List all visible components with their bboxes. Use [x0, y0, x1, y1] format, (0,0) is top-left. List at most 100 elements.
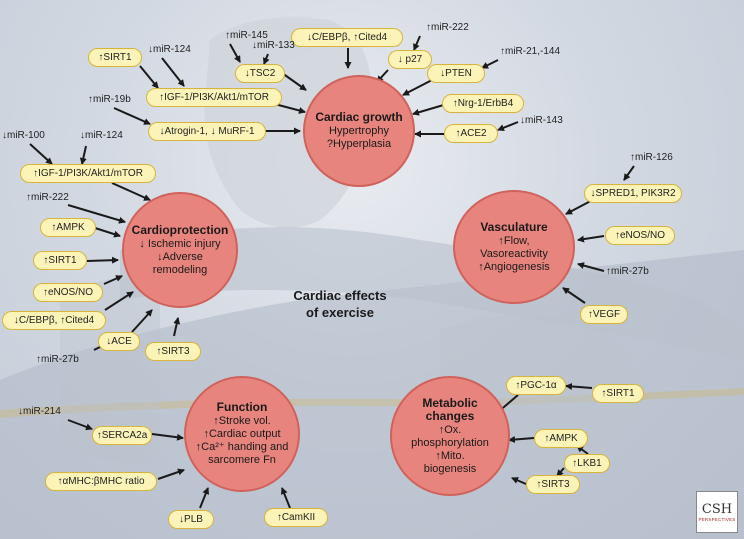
- pill-pten: ↓PTEN: [427, 64, 485, 83]
- pill-amhc-ratio: ↑αMHC:βMHC ratio: [45, 472, 157, 491]
- mirna-label: ↓miR-214: [18, 406, 61, 417]
- arrow: [103, 275, 123, 285]
- pill-cebp-top: ↓C/EBPβ, ↑Cited4: [291, 28, 403, 47]
- pill-vegf: ↑VEGF: [580, 305, 628, 324]
- mirna-label: ↑miR-27b: [36, 354, 79, 365]
- arrow: [161, 57, 185, 87]
- pill-sirt1-top: ↑SIRT1: [88, 48, 142, 67]
- mirna-label: ↓miR-100: [2, 130, 45, 141]
- pill-serca2a: ↑SERCA2a: [92, 426, 152, 445]
- logo-text: CSH: [701, 501, 733, 517]
- arrow: [262, 53, 270, 65]
- arrow: [67, 204, 126, 224]
- circle-line: ↑Ca²⁺ handing and: [195, 441, 289, 453]
- arrow: [173, 317, 181, 337]
- circle-line: Hypertrophy: [329, 125, 389, 137]
- circle-title: Cardiac growth: [315, 110, 403, 124]
- mirna-label: ↓miR-124: [148, 44, 191, 55]
- pill-sirt3-right: ↑SIRT3: [526, 475, 580, 494]
- circle-line: sarcomere Fn: [208, 454, 276, 466]
- arrow: [94, 227, 121, 238]
- arrow: [151, 433, 184, 441]
- pill-ace2: ↑ACE2: [444, 124, 498, 143]
- circle-line: ↑Stroke vol.: [213, 415, 271, 427]
- cardioprotection-circle: Cardioprotection ↓ Ischemic injury ↓Adve…: [122, 192, 238, 308]
- arrow: [413, 35, 421, 51]
- arrow: [139, 65, 159, 89]
- mirna-label: ↑miR-21,-144: [500, 46, 561, 57]
- arrow: [131, 309, 153, 333]
- pill-atrogin: ↓Atrogin-1, ↓ MuRF-1: [148, 122, 266, 141]
- circle-line: biogenesis: [423, 462, 477, 475]
- arrow: [623, 165, 635, 181]
- arrow: [104, 291, 134, 311]
- circle-line: ↑Mito.: [435, 449, 465, 462]
- title-line: Cardiac effects: [293, 288, 387, 303]
- pill-ace: ↓ACE: [98, 332, 140, 351]
- mirna-label: ↑miR-222: [26, 192, 69, 203]
- mirna-label: ↑miR-222: [426, 22, 469, 33]
- circle-line: ↑Angiogenesis: [478, 260, 550, 273]
- circle-title: Metabolic: [422, 395, 478, 410]
- pill-pgc1a: ↑PGC-1α: [506, 376, 566, 395]
- arrow: [577, 262, 605, 272]
- arrow: [229, 43, 241, 63]
- arrow: [29, 143, 53, 165]
- circle-line: ↑Cardiac output: [203, 428, 281, 440]
- arrow: [157, 468, 185, 480]
- arrow: [481, 59, 499, 69]
- pill-sirt1-right: ↑SIRT1: [592, 384, 644, 403]
- pill-tsc2: ↓TSC2: [235, 64, 285, 83]
- mirna-label: ↑miR-19b: [88, 94, 131, 105]
- metabolic-changes-circle: Metabolic changes ↑Ox. phosphorylation ↑…: [390, 376, 510, 496]
- circle-title-line2: changes: [425, 408, 475, 423]
- mirna-label: ↓miR-124: [80, 130, 123, 141]
- pill-p27: ↓ p27: [388, 50, 432, 69]
- mirna-label: ↑miR-126: [630, 152, 673, 163]
- function-circle: Function ↑Stroke vol. ↑Cardiac output ↑C…: [184, 376, 300, 492]
- pill-camkii: ↑CamKII: [264, 508, 328, 527]
- pill-plb: ↓PLB: [168, 510, 214, 529]
- csh-perspectives-logo: CSH PERSPECTIVES: [696, 491, 738, 533]
- arrow: [565, 382, 593, 390]
- arrow: [511, 477, 527, 485]
- circle-title: Vasculature: [480, 219, 548, 234]
- pill-igf-left: ↑IGF-1/PI3K/Akt1/mTOR: [20, 164, 156, 183]
- logo-subtext: PERSPECTIVES: [698, 516, 736, 522]
- arrow: [280, 487, 291, 509]
- pill-igf-top: ↑IGF-1/PI3K/Akt1/mTOR: [146, 88, 282, 107]
- pill-ampk-left: ↑AMPK: [40, 218, 96, 237]
- figure-title: Cardiac effects of exercise: [270, 287, 410, 321]
- circle-line: remodeling: [152, 263, 208, 276]
- circle-line: phosphorylation: [411, 436, 489, 449]
- arrow: [79, 145, 87, 165]
- arrow: [412, 103, 448, 116]
- pill-spred1: ↓SPRED1, PIK3R2: [584, 184, 682, 203]
- arrow: [402, 79, 433, 96]
- arrow: [113, 107, 151, 125]
- circle-line: ↑Flow,: [498, 234, 530, 247]
- arrow: [86, 256, 119, 264]
- pill-sirt3-left: ↑SIRT3: [145, 342, 201, 361]
- mirna-label: ↓miR-133: [252, 40, 295, 51]
- pill-enos-right: ↑eNOS/NO: [605, 226, 675, 245]
- arrow: [497, 121, 519, 132]
- vasculature-circle: Vasculature ↑Flow, Vasoreactivity ↑Angio…: [453, 190, 575, 304]
- mirna-label: ↓miR-143: [520, 115, 563, 126]
- arrow: [508, 436, 535, 444]
- arrow: [199, 487, 210, 509]
- circle-title: Function: [216, 400, 268, 414]
- circle-line: ↓Adverse: [157, 250, 203, 263]
- arrow: [556, 467, 565, 477]
- arrow: [67, 419, 93, 431]
- circle-line: ?Hyperplasia: [326, 138, 392, 150]
- pill-lkb1: ↑LKB1: [564, 454, 610, 473]
- arrow: [111, 182, 151, 201]
- pill-sirt1-left: ↑SIRT1: [33, 251, 87, 270]
- cardiac-growth-circle: Cardiac growth Hypertrophy ?Hyperplasia: [303, 75, 415, 187]
- pill-nrg1: ↑Nrg-1/ErbB4: [442, 94, 524, 113]
- title-line: of exercise: [306, 305, 374, 320]
- circle-line: ↓ Ischemic injury: [139, 237, 221, 250]
- pill-ampk-right: ↑AMPK: [534, 429, 588, 448]
